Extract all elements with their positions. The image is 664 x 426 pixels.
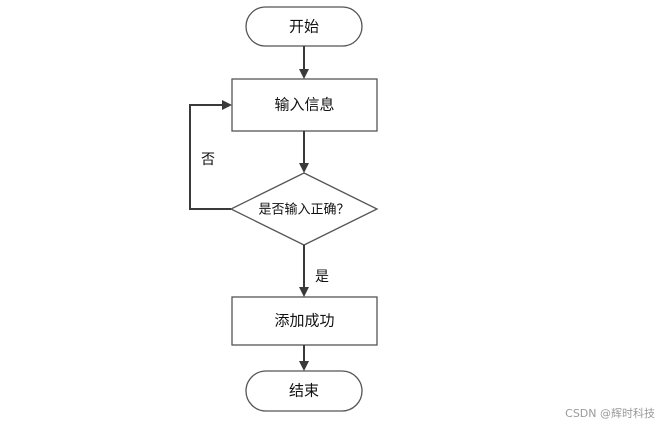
input-correct-decision: 是否输入正确？	[229, 172, 379, 246]
yes-branch-label: 是	[315, 269, 329, 285]
no-branch-label: 否	[201, 152, 215, 168]
input-info-node: 输入信息	[231, 78, 378, 132]
add-success-node-label: 添加成功	[274, 312, 334, 330]
arrow-decision-no-loop	[189, 100, 232, 210]
start-node: 开始	[245, 6, 363, 47]
add-success-node: 添加成功	[231, 296, 378, 346]
end-node: 结束	[245, 370, 363, 412]
input-correct-decision-label: 是否输入正确？	[258, 202, 349, 218]
input-info-node-label: 输入信息	[274, 96, 334, 114]
start-node-label: 开始	[289, 18, 319, 36]
csdn-watermark: CSDN @辉时科技	[565, 406, 655, 420]
end-node-label: 结束	[289, 382, 319, 400]
